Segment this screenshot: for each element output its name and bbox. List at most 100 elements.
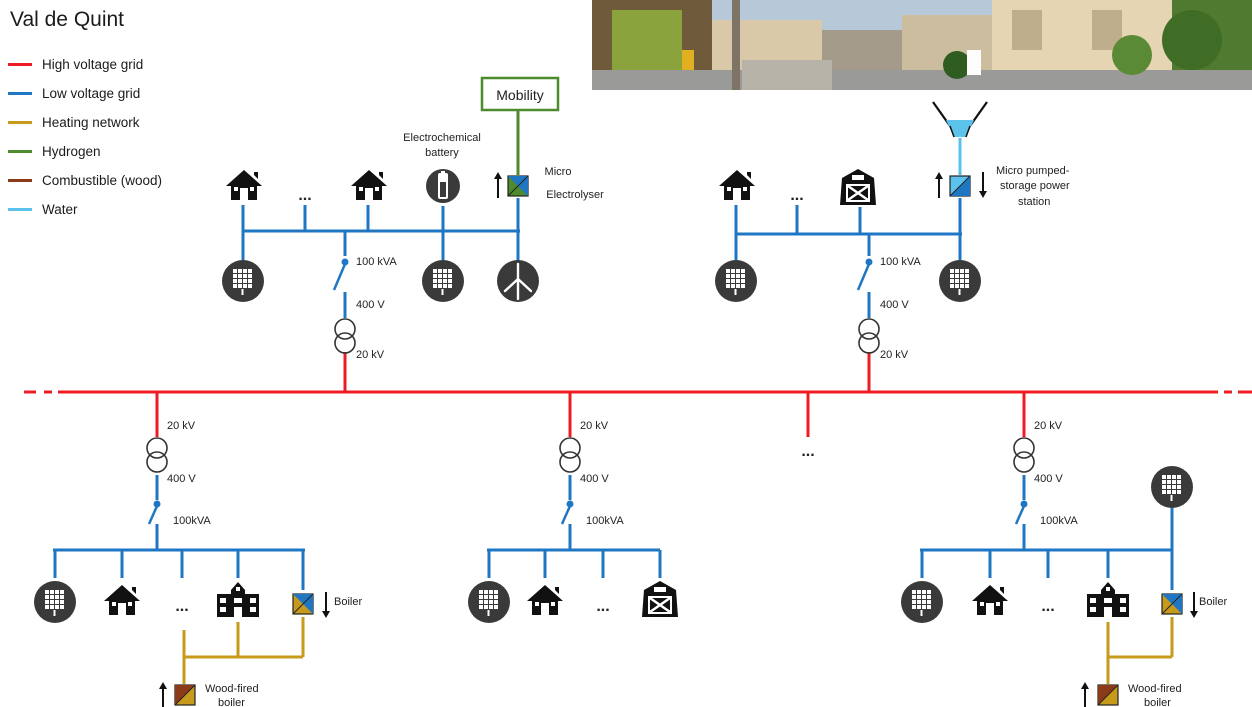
converter-icon xyxy=(507,175,529,197)
ellipsis: ... xyxy=(790,187,803,204)
voltage-label: 20 kV xyxy=(580,420,609,432)
boiler-label: Boiler xyxy=(334,596,362,608)
legend-item: Hydrogen xyxy=(8,137,208,166)
solar-panel-icon xyxy=(939,260,981,302)
lv-grid-top-right xyxy=(734,198,962,318)
lv-grid-bottom-left xyxy=(53,475,305,590)
transformer-icon xyxy=(858,318,880,354)
legend-label: Hydrogen xyxy=(42,144,101,159)
arrow-down-icon xyxy=(979,172,987,198)
house-icon xyxy=(972,585,1008,615)
transformer-icon xyxy=(334,318,356,354)
switch-icon xyxy=(560,500,574,525)
lv-grid-bottom-right xyxy=(920,475,1174,590)
lv-grid-top-left xyxy=(241,198,520,318)
switch-icon xyxy=(856,258,873,291)
voltage-label: 400 V xyxy=(880,299,909,311)
converter-icon xyxy=(174,684,196,706)
water-reservoir-icon xyxy=(932,101,988,138)
hv-grid xyxy=(24,352,1252,437)
solar-panel-icon xyxy=(1151,466,1193,508)
wood-fired-boiler-label: Wood-fired xyxy=(1128,683,1182,695)
kva-label: 100 kVA xyxy=(356,256,397,268)
kva-label: 100 kVA xyxy=(880,256,921,268)
battery-icon xyxy=(426,169,460,203)
house-icon xyxy=(527,585,563,615)
legend-swatch xyxy=(8,121,32,124)
school-icon xyxy=(1087,582,1129,617)
wood-fired-boiler-label: boiler xyxy=(218,697,245,707)
voltage-label: 400 V xyxy=(167,473,196,485)
legend-swatch xyxy=(8,179,32,182)
wood-fired-boiler-label: boiler xyxy=(1144,697,1171,707)
legend-label: Low voltage grid xyxy=(42,86,141,101)
pumped-storage-label: storage power xyxy=(1000,180,1070,192)
solar-panel-icon xyxy=(34,581,76,623)
transformer-icon xyxy=(559,437,581,473)
arrow-down-icon xyxy=(322,592,330,618)
voltage-label: 20 kV xyxy=(167,420,196,432)
voltage-label: 400 V xyxy=(356,299,385,311)
pumped-storage-label: station xyxy=(1018,196,1050,208)
arrow-up-icon xyxy=(1081,682,1089,707)
legend: High voltage grid Low voltage grid Heati… xyxy=(8,50,208,224)
converter-icon xyxy=(292,593,314,615)
switch-icon xyxy=(1014,500,1028,525)
voltage-label: 400 V xyxy=(1034,473,1063,485)
diagram-title: Val de Quint xyxy=(10,8,125,31)
legend-item: High voltage grid xyxy=(8,50,208,79)
electrolyser-label: Micro xyxy=(545,166,572,178)
solar-panel-icon xyxy=(222,260,264,302)
arrow-up-icon xyxy=(494,172,502,198)
lv-grid-bottom-middle xyxy=(487,475,662,578)
house-icon xyxy=(226,170,262,200)
solar-panel-icon xyxy=(468,581,510,623)
legend-label: Heating network xyxy=(42,115,140,130)
solar-panel-icon xyxy=(422,260,464,302)
legend-label: Water xyxy=(42,202,78,217)
voltage-label: 20 kV xyxy=(1034,420,1063,432)
barn-icon xyxy=(838,168,878,206)
house-icon xyxy=(104,585,140,615)
switch-icon xyxy=(332,258,349,291)
house-icon xyxy=(719,170,755,200)
kva-label: 100kVA xyxy=(586,515,624,527)
legend-item: Heating network xyxy=(8,108,208,137)
kva-label: 100kVA xyxy=(1040,515,1078,527)
legend-item: Water xyxy=(8,195,208,224)
voltage-label: 20 kV xyxy=(880,349,909,361)
mobility-label: Mobility xyxy=(496,87,543,103)
house-icon xyxy=(351,170,387,200)
converter-icon xyxy=(949,175,971,197)
transformer-icon xyxy=(1013,437,1035,473)
kva-label: 100kVA xyxy=(173,515,211,527)
school-icon xyxy=(217,582,259,617)
converter-icon xyxy=(1097,684,1119,706)
solar-panel-icon xyxy=(901,581,943,623)
legend-item: Combustible (wood) xyxy=(8,166,208,195)
pumped-storage-label: Micro pumped- xyxy=(996,165,1070,177)
village-photo xyxy=(592,0,1252,90)
wind-turbine-icon xyxy=(496,259,540,303)
heating-network-right xyxy=(1106,617,1174,684)
heating-network-left xyxy=(182,617,305,684)
transformer-icon xyxy=(146,437,168,473)
voltage-label: 20 kV xyxy=(356,349,385,361)
arrow-down-icon xyxy=(1190,592,1198,618)
electrolyser-label: Electrolyser xyxy=(546,189,604,201)
battery-label: Electrochemical xyxy=(403,132,481,144)
boiler-label: Boiler xyxy=(1199,596,1227,608)
legend-swatch xyxy=(8,63,32,66)
ellipsis: ... xyxy=(596,598,609,615)
legend-swatch xyxy=(8,150,32,153)
legend-label: Combustible (wood) xyxy=(42,173,163,188)
arrow-up-icon xyxy=(935,172,943,198)
arrow-up-icon xyxy=(159,682,167,707)
legend-item: Low voltage grid xyxy=(8,79,208,108)
wood-fired-boiler-label: Wood-fired xyxy=(205,683,259,695)
mobility-box xyxy=(480,76,560,112)
battery-label: battery xyxy=(425,147,459,159)
voltage-label: 400 V xyxy=(580,473,609,485)
